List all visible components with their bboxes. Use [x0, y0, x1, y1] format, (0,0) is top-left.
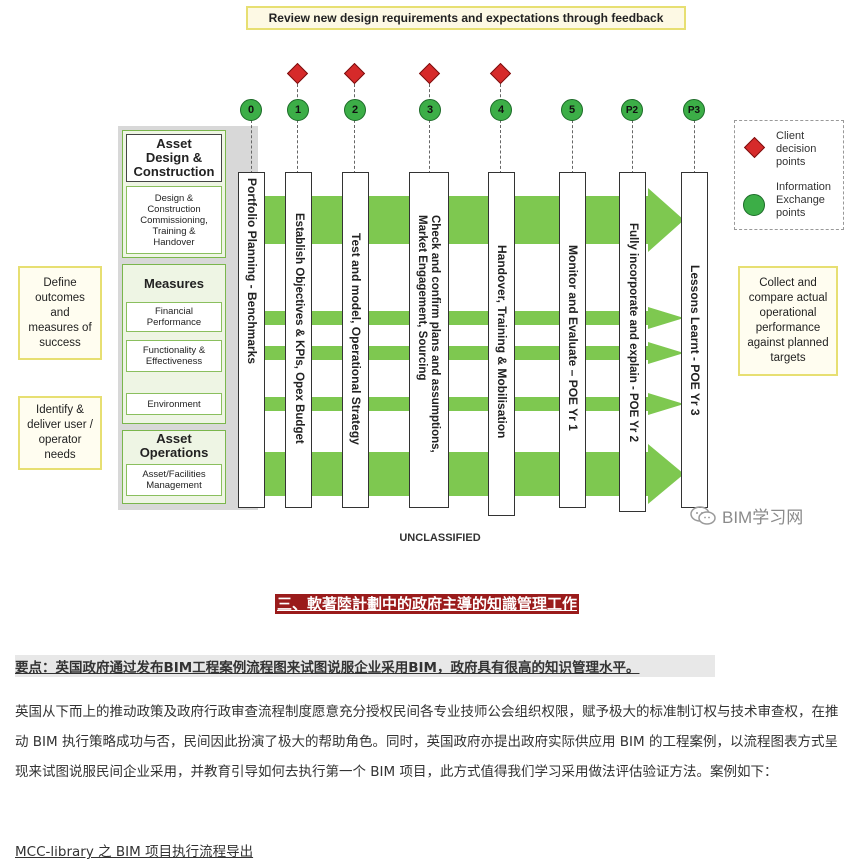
dash-line [500, 84, 501, 174]
info-exchange-point: 1 [287, 99, 309, 121]
item-financial: Financial Performance [126, 302, 222, 332]
collect-compare-box: Collect and compare actual operational p… [738, 266, 838, 376]
dash-line [297, 84, 298, 174]
info-exchange-point: 4 [490, 99, 512, 121]
watermark-text: BIM学习网 [722, 508, 804, 527]
dash-line [429, 84, 430, 174]
legend-client-decision: Client decision points [776, 130, 817, 168]
group-title-asset-operations: Asset Operations [139, 431, 209, 460]
item-facilities: Asset/Facilities Management [126, 464, 222, 496]
section-heading: 三、軟著陸計劃中的政府主導的知識管理工作 [0, 593, 854, 614]
stage-label: Check and confirm plans and assumptions,… [416, 215, 441, 453]
stage-label: Test and model, Operational Strategy [348, 233, 363, 445]
stage-label: Establish Objectives & KPIs, Opex Budget [292, 213, 305, 444]
group-title-measures: Measures [144, 276, 204, 291]
stage-pillar: Lessons Learnt - POE Yr 3 [681, 172, 708, 508]
item-design-construction: Design & Construction Commissioning, Tra… [126, 186, 222, 254]
dash-line [632, 120, 633, 174]
bim-process-diagram: Review new design requirements and expec… [18, 6, 844, 544]
top-banner: Review new design requirements and expec… [246, 6, 686, 30]
wechat-icon [690, 505, 716, 525]
stage-pillar: Establish Objectives & KPIs, Opex Budget [285, 172, 312, 508]
body-paragraph: 英国从下而上的推动政策及政府行政审查流程制度愿意充分授权民间各专业技师公会组织权… [15, 704, 839, 780]
info-exchange-point: P2 [621, 99, 643, 121]
stage-label: Lessons Learnt - POE Yr 3 [687, 265, 702, 416]
section-heading-text: 三、軟著陸計劃中的政府主導的知識管理工作 [274, 594, 579, 614]
key-point: 要点：英国政府通过发布BIM工程案例流程图来试图说服企业采用BIM，政府具有很高… [15, 655, 715, 677]
info-exchange-point: 3 [419, 99, 441, 121]
stage-pillar: Test and model, Operational Strategy [342, 172, 369, 508]
legend-circle-icon [743, 194, 765, 216]
stage-label: Fully incorporate and explain - POE Yr 2 [626, 223, 639, 442]
stage-label: Handover, Training & Mobilisation [494, 245, 509, 439]
info-exchange-point: 2 [344, 99, 366, 121]
dash-line [572, 120, 573, 174]
group-title-asset-design: Asset Design & Construction [126, 134, 222, 182]
watermark: BIM学习网 [690, 503, 803, 528]
stage-label: Monitor and Evaluate – POE Yr 1 [565, 245, 580, 431]
item-functionality: Functionality & Effectiveness [126, 340, 222, 372]
stage-pillar: Portfolio Planning - Benchmarks [238, 172, 265, 508]
stage-pillar: Handover, Training & Mobilisation [488, 172, 515, 516]
stage-pillar: Monitor and Evaluate – POE Yr 1 [559, 172, 586, 508]
stage-pillar: Check and confirm plans and assumptions,… [409, 172, 449, 508]
stage-pillar: Fully incorporate and explain - POE Yr 2 [619, 172, 646, 512]
info-exchange-point: P3 [683, 99, 705, 121]
info-exchange-point: 5 [561, 99, 583, 121]
legend-box [734, 120, 844, 230]
item-environment: Environment [126, 393, 222, 415]
define-outcomes-box: Define outcomes and measures of success [18, 266, 102, 360]
unclassified-label: UNCLASSIFIED [399, 532, 481, 544]
group-title: Asset Design & Construction [133, 136, 215, 179]
legend-info-exchange: Information Exchange points [776, 181, 832, 219]
article-link[interactable]: MCC-library 之 BIM 项目执行流程导出 [15, 844, 254, 860]
identify-needs-box: Identify & deliver user / operator needs [18, 396, 102, 470]
dash-line [694, 120, 695, 174]
dash-line [354, 84, 355, 174]
dash-line [251, 120, 252, 174]
info-exchange-point: 0 [240, 99, 262, 121]
stage-label: Portfolio Planning - Benchmarks [244, 178, 259, 365]
